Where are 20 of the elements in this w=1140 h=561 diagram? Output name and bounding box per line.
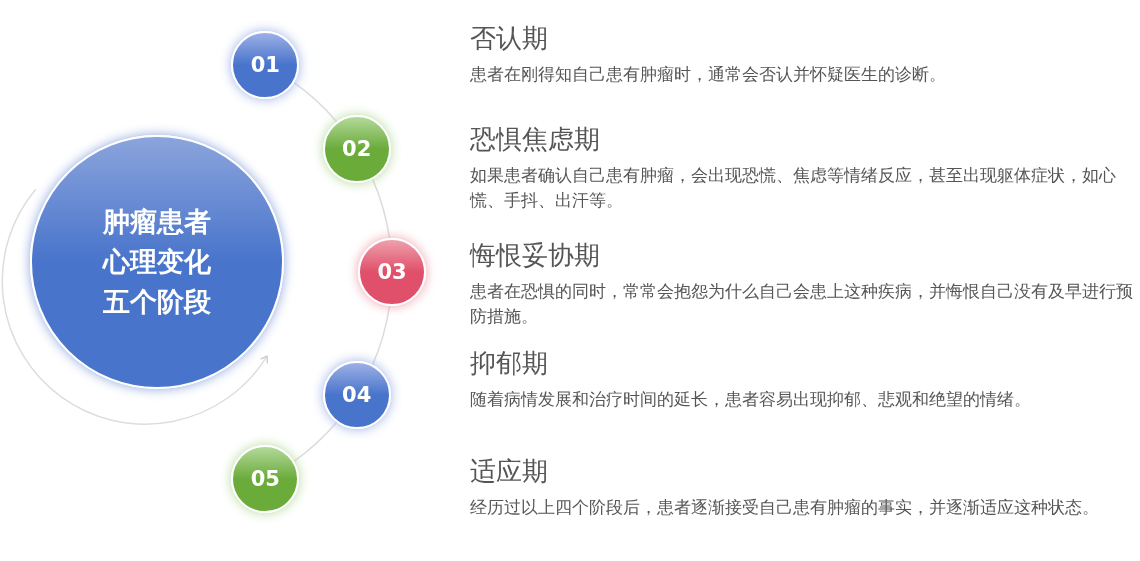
connector-line [293,421,338,462]
stage-title: 否认期 [470,22,548,54]
stage-title: 抑郁期 [470,347,548,379]
connector-line [371,178,391,239]
step-circle: 04 [322,360,391,429]
stage-title: 适应期 [470,455,548,487]
stage-description: 患者在恐惧的同时，常常会抱怨为什么自己会患上这种疾病，并悔恨自己没有及早进行预防措施。 [470,280,1134,328]
stage-title: 恐惧焦虑期 [470,123,600,155]
stage-description: 患者在刚得知自己患有肿瘤时，通常会否认并怀疑医生的诊断。 [470,63,947,86]
connector-line [371,305,391,366]
stage-description: 如果患者确认自己患有肿瘤，会出现恐慌、焦虑等情绪反应，甚至出现躯体症状，如心慌、手抖、出汗等。 [470,164,1117,212]
connector-line [293,82,338,123]
stage-title: 悔恨妥协期 [470,239,600,271]
step-circle: 02 [322,115,391,184]
step-circle: 01 [231,31,300,100]
stage-description: 随着病情发展和治疗时间的延长，患者容易出现抑郁、悲观和绝望的情绪。 [470,388,1032,411]
stage-description: 经历过以上四个阶段后，患者逐渐接受自己患有肿瘤的事实，并逐渐适应这种状态。 [470,496,1100,519]
step-circle: 03 [358,238,426,306]
step-circle: 05 [231,444,300,513]
center-circle: 肿瘤患者心理变化五个阶段 [30,135,284,389]
